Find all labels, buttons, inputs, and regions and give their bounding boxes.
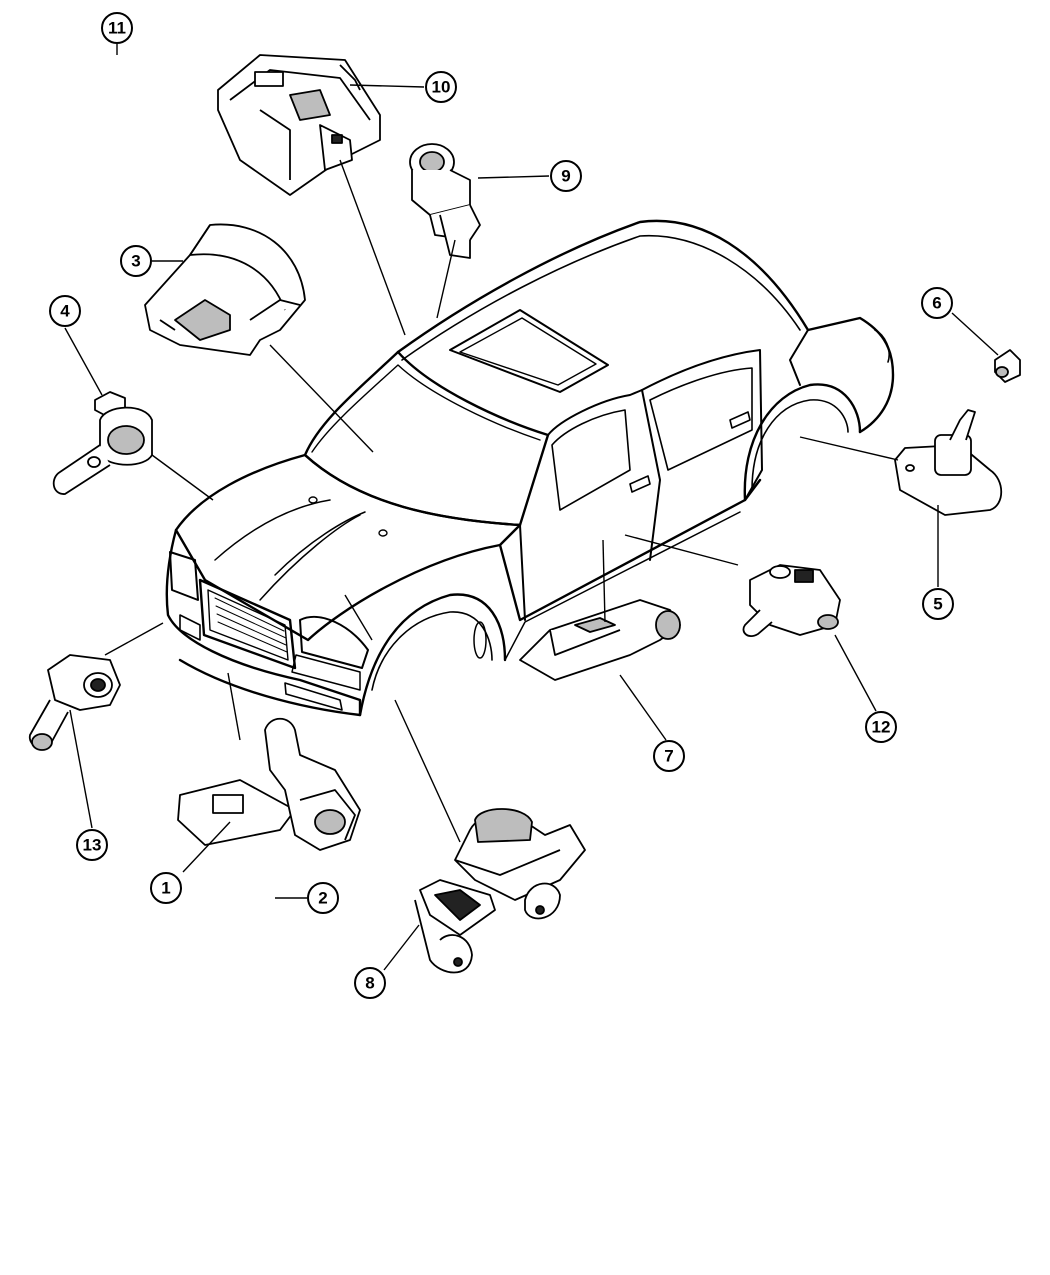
svg-text:1: 1 xyxy=(161,879,170,898)
svg-text:8: 8 xyxy=(365,974,374,993)
svg-text:2: 2 xyxy=(318,889,327,908)
svg-text:10: 10 xyxy=(432,78,451,97)
module-3-illustration xyxy=(144,223,306,356)
sensor-12-illustration xyxy=(742,564,841,637)
sensor-9-illustration xyxy=(409,143,481,259)
callout-2: 2 xyxy=(307,882,339,914)
svg-text:4: 4 xyxy=(60,302,70,321)
sensor-4-illustration xyxy=(52,391,153,495)
svg-text:12: 12 xyxy=(872,718,891,737)
callout-6: 6 xyxy=(921,287,953,319)
sensor-13-illustration xyxy=(28,654,121,751)
callout-10: 10 xyxy=(425,71,457,103)
callout-9: 9 xyxy=(550,160,582,192)
svg-text:13: 13 xyxy=(83,836,102,855)
vehicle-body-illustration xyxy=(165,219,895,717)
leader-lines xyxy=(64,44,999,971)
callout-12: 12 xyxy=(865,711,897,743)
callout-4: 4 xyxy=(49,295,81,327)
svg-text:3: 3 xyxy=(131,252,140,271)
module-8-illustration xyxy=(414,808,586,974)
nut-6-illustration xyxy=(994,349,1021,383)
svg-text:5: 5 xyxy=(933,595,942,614)
svg-text:7: 7 xyxy=(664,747,673,766)
callout-7: 7 xyxy=(653,740,685,772)
callout-5: 5 xyxy=(922,588,954,620)
callout-3: 3 xyxy=(120,245,152,277)
svg-text:9: 9 xyxy=(561,167,570,186)
module-10-illustration xyxy=(217,54,381,196)
svg-text:6: 6 xyxy=(932,294,941,313)
callout-8: 8 xyxy=(354,967,386,999)
sensor-7-illustration xyxy=(519,599,681,681)
sensor-1-illustration xyxy=(177,717,361,851)
svg-text:11: 11 xyxy=(108,19,126,38)
callout-11: 11 xyxy=(101,12,133,44)
tpms-sensor-5-illustration xyxy=(894,409,1003,516)
callout-1: 1 xyxy=(150,872,182,904)
callout-13: 13 xyxy=(76,829,108,861)
